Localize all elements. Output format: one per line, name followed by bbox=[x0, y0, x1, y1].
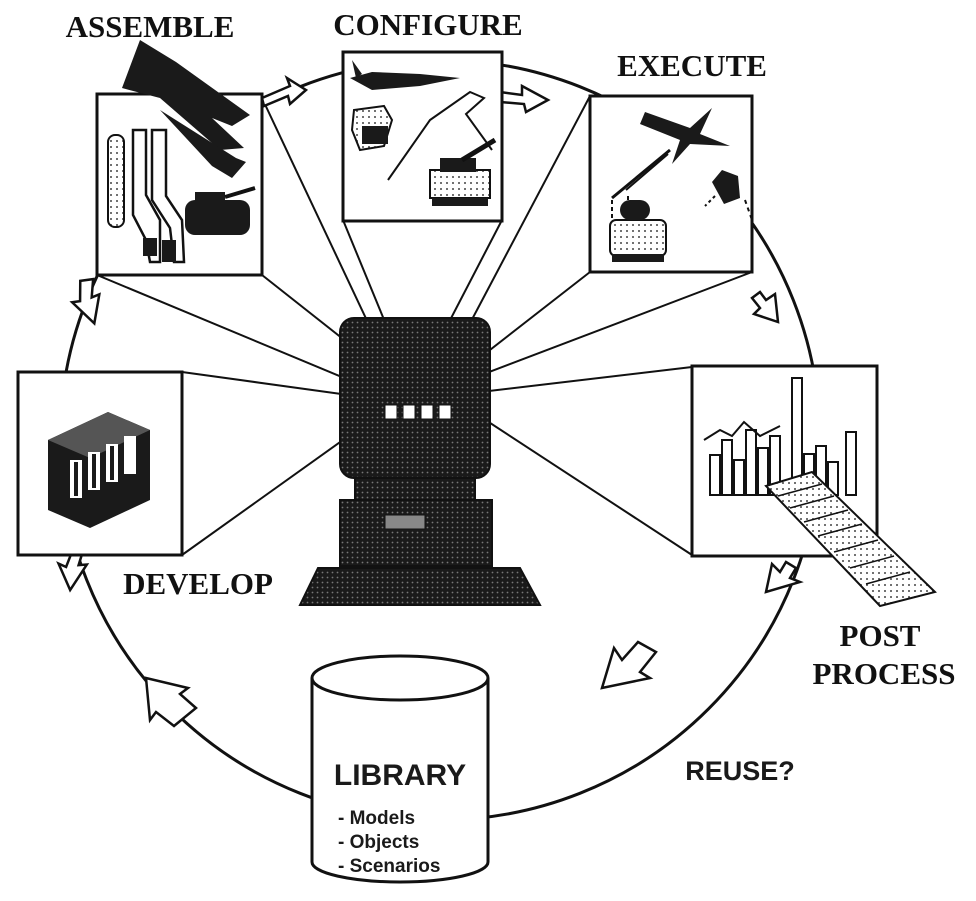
label-execute: EXECUTE bbox=[617, 48, 767, 83]
label-post-process-line2: PROCESS bbox=[813, 656, 956, 691]
label-configure: CONFIGURE bbox=[333, 7, 522, 42]
arrow-configure-to-execute-icon bbox=[498, 83, 551, 114]
develop-panel bbox=[16, 370, 184, 557]
arrow-postprocess-to-reuse-icon bbox=[764, 560, 804, 594]
label-assemble: ASSEMBLE bbox=[66, 9, 235, 44]
post-process-panel bbox=[690, 364, 937, 608]
arrow-execute-to-postprocess-icon bbox=[750, 290, 780, 324]
aircraft-parts-assembly-icon bbox=[107, 40, 256, 264]
label-reuse: REUSE? bbox=[685, 756, 795, 786]
arrow-assemble-to-configure-icon bbox=[260, 74, 309, 108]
code-module-block-icon bbox=[48, 412, 150, 528]
cycle-arrows bbox=[56, 74, 804, 728]
bar-chart-printout-icon bbox=[703, 377, 937, 608]
execute-panel bbox=[588, 94, 754, 274]
assemble-panel bbox=[95, 40, 264, 277]
library-cylinder bbox=[310, 654, 490, 884]
arrow-reuse-to-library-icon bbox=[600, 640, 658, 690]
configure-panel bbox=[341, 50, 504, 223]
computer-workstation-icon bbox=[298, 317, 542, 606]
arrow-library-to-develop-icon bbox=[144, 676, 198, 728]
library-item-objects: - Objects bbox=[338, 832, 419, 853]
library-item-models: - Models bbox=[338, 808, 415, 829]
aircraft-engagement-icon bbox=[609, 108, 753, 262]
label-post-process-line1: POST bbox=[840, 618, 921, 653]
database-cylinder-icon bbox=[310, 654, 490, 702]
aircraft-tank-scenario-map-icon bbox=[350, 60, 497, 206]
arrow-develop-to-assemble-icon bbox=[69, 277, 101, 326]
label-develop: DEVELOP bbox=[123, 566, 273, 601]
library-title: LIBRARY bbox=[334, 759, 466, 792]
library-item-scenarios: - Scenarios bbox=[338, 856, 440, 877]
